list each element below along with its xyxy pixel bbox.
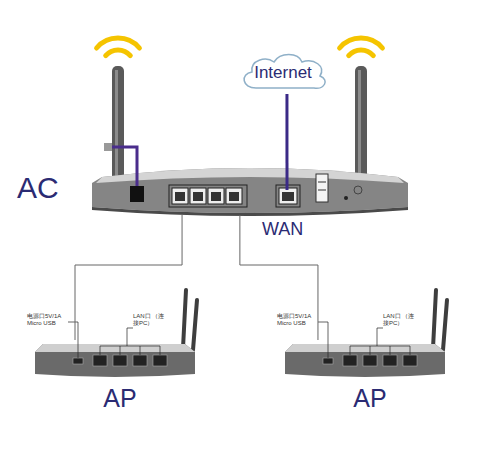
wifi-wave — [340, 38, 383, 48]
lan-port — [113, 355, 127, 366]
port-note: 电源口5V/1A Micro USB — [27, 313, 67, 327]
lan-port — [93, 355, 107, 366]
ap-ports — [73, 355, 417, 366]
router-ports — [130, 174, 362, 207]
lan-port — [172, 188, 188, 204]
port-socket — [282, 192, 294, 201]
bracket — [100, 328, 160, 355]
ap-top — [285, 344, 445, 352]
leader-line — [318, 322, 328, 358]
antenna-highlight — [115, 70, 118, 178]
led — [344, 196, 348, 200]
network-cable — [285, 94, 288, 163]
power-cable — [104, 143, 137, 186]
wan-cable-stub — [286, 163, 289, 190]
router-antennas — [112, 66, 367, 182]
wifi-wave — [349, 50, 374, 56]
port-socket — [211, 192, 221, 201]
network-cable — [240, 215, 318, 340]
bracket — [350, 328, 410, 355]
power-wire — [112, 147, 137, 186]
lan-port — [343, 355, 357, 366]
port-frame — [169, 185, 247, 207]
wifi-wave — [97, 38, 140, 48]
leader-line — [68, 322, 78, 358]
antenna — [193, 300, 197, 350]
button — [354, 186, 362, 194]
port-socket — [193, 192, 203, 201]
power-port — [130, 186, 144, 202]
port-socket — [175, 192, 185, 201]
device-label: AC — [17, 171, 77, 206]
router-body — [92, 168, 408, 213]
wan-port — [279, 188, 297, 204]
port-note: LAN口 （连接PC） — [383, 313, 419, 327]
antenna-highlight — [358, 70, 361, 178]
ap-antennas — [183, 290, 447, 350]
antenna — [433, 290, 436, 348]
plug — [104, 143, 112, 151]
antenna — [112, 66, 124, 182]
port-note: 电源口5V/1A Micro USB — [277, 313, 317, 327]
wifi-wave — [106, 50, 131, 56]
ap-body — [35, 344, 195, 377]
ap-top — [35, 344, 195, 352]
network-cable — [75, 215, 182, 340]
internet-cloud: Internet — [238, 52, 328, 94]
lan-port — [190, 188, 206, 204]
cloud-label: Internet — [238, 63, 328, 83]
wifi-waves — [97, 38, 383, 56]
lan-port — [226, 188, 242, 204]
lan-port — [363, 355, 377, 366]
switch-line — [318, 182, 326, 183]
lan-port — [208, 188, 224, 204]
usb-port — [323, 358, 333, 364]
router-top — [96, 168, 404, 183]
usb-port — [73, 358, 83, 364]
antenna — [443, 300, 447, 350]
lan-port — [403, 355, 417, 366]
lan-port — [133, 355, 147, 366]
device-label: AP — [345, 384, 395, 413]
lan-port — [383, 355, 397, 366]
lan-port — [153, 355, 167, 366]
antenna — [355, 66, 367, 182]
switch-line — [318, 190, 326, 191]
port-label: WAN — [262, 219, 303, 240]
ap-leaders — [68, 322, 410, 358]
switch — [316, 174, 328, 202]
ap-body — [285, 344, 445, 377]
port-socket — [229, 192, 239, 201]
router-base — [92, 207, 408, 216]
port-note: LAN口 （连接PC） — [133, 313, 169, 327]
antenna — [183, 290, 186, 348]
device-label: AP — [95, 384, 145, 413]
